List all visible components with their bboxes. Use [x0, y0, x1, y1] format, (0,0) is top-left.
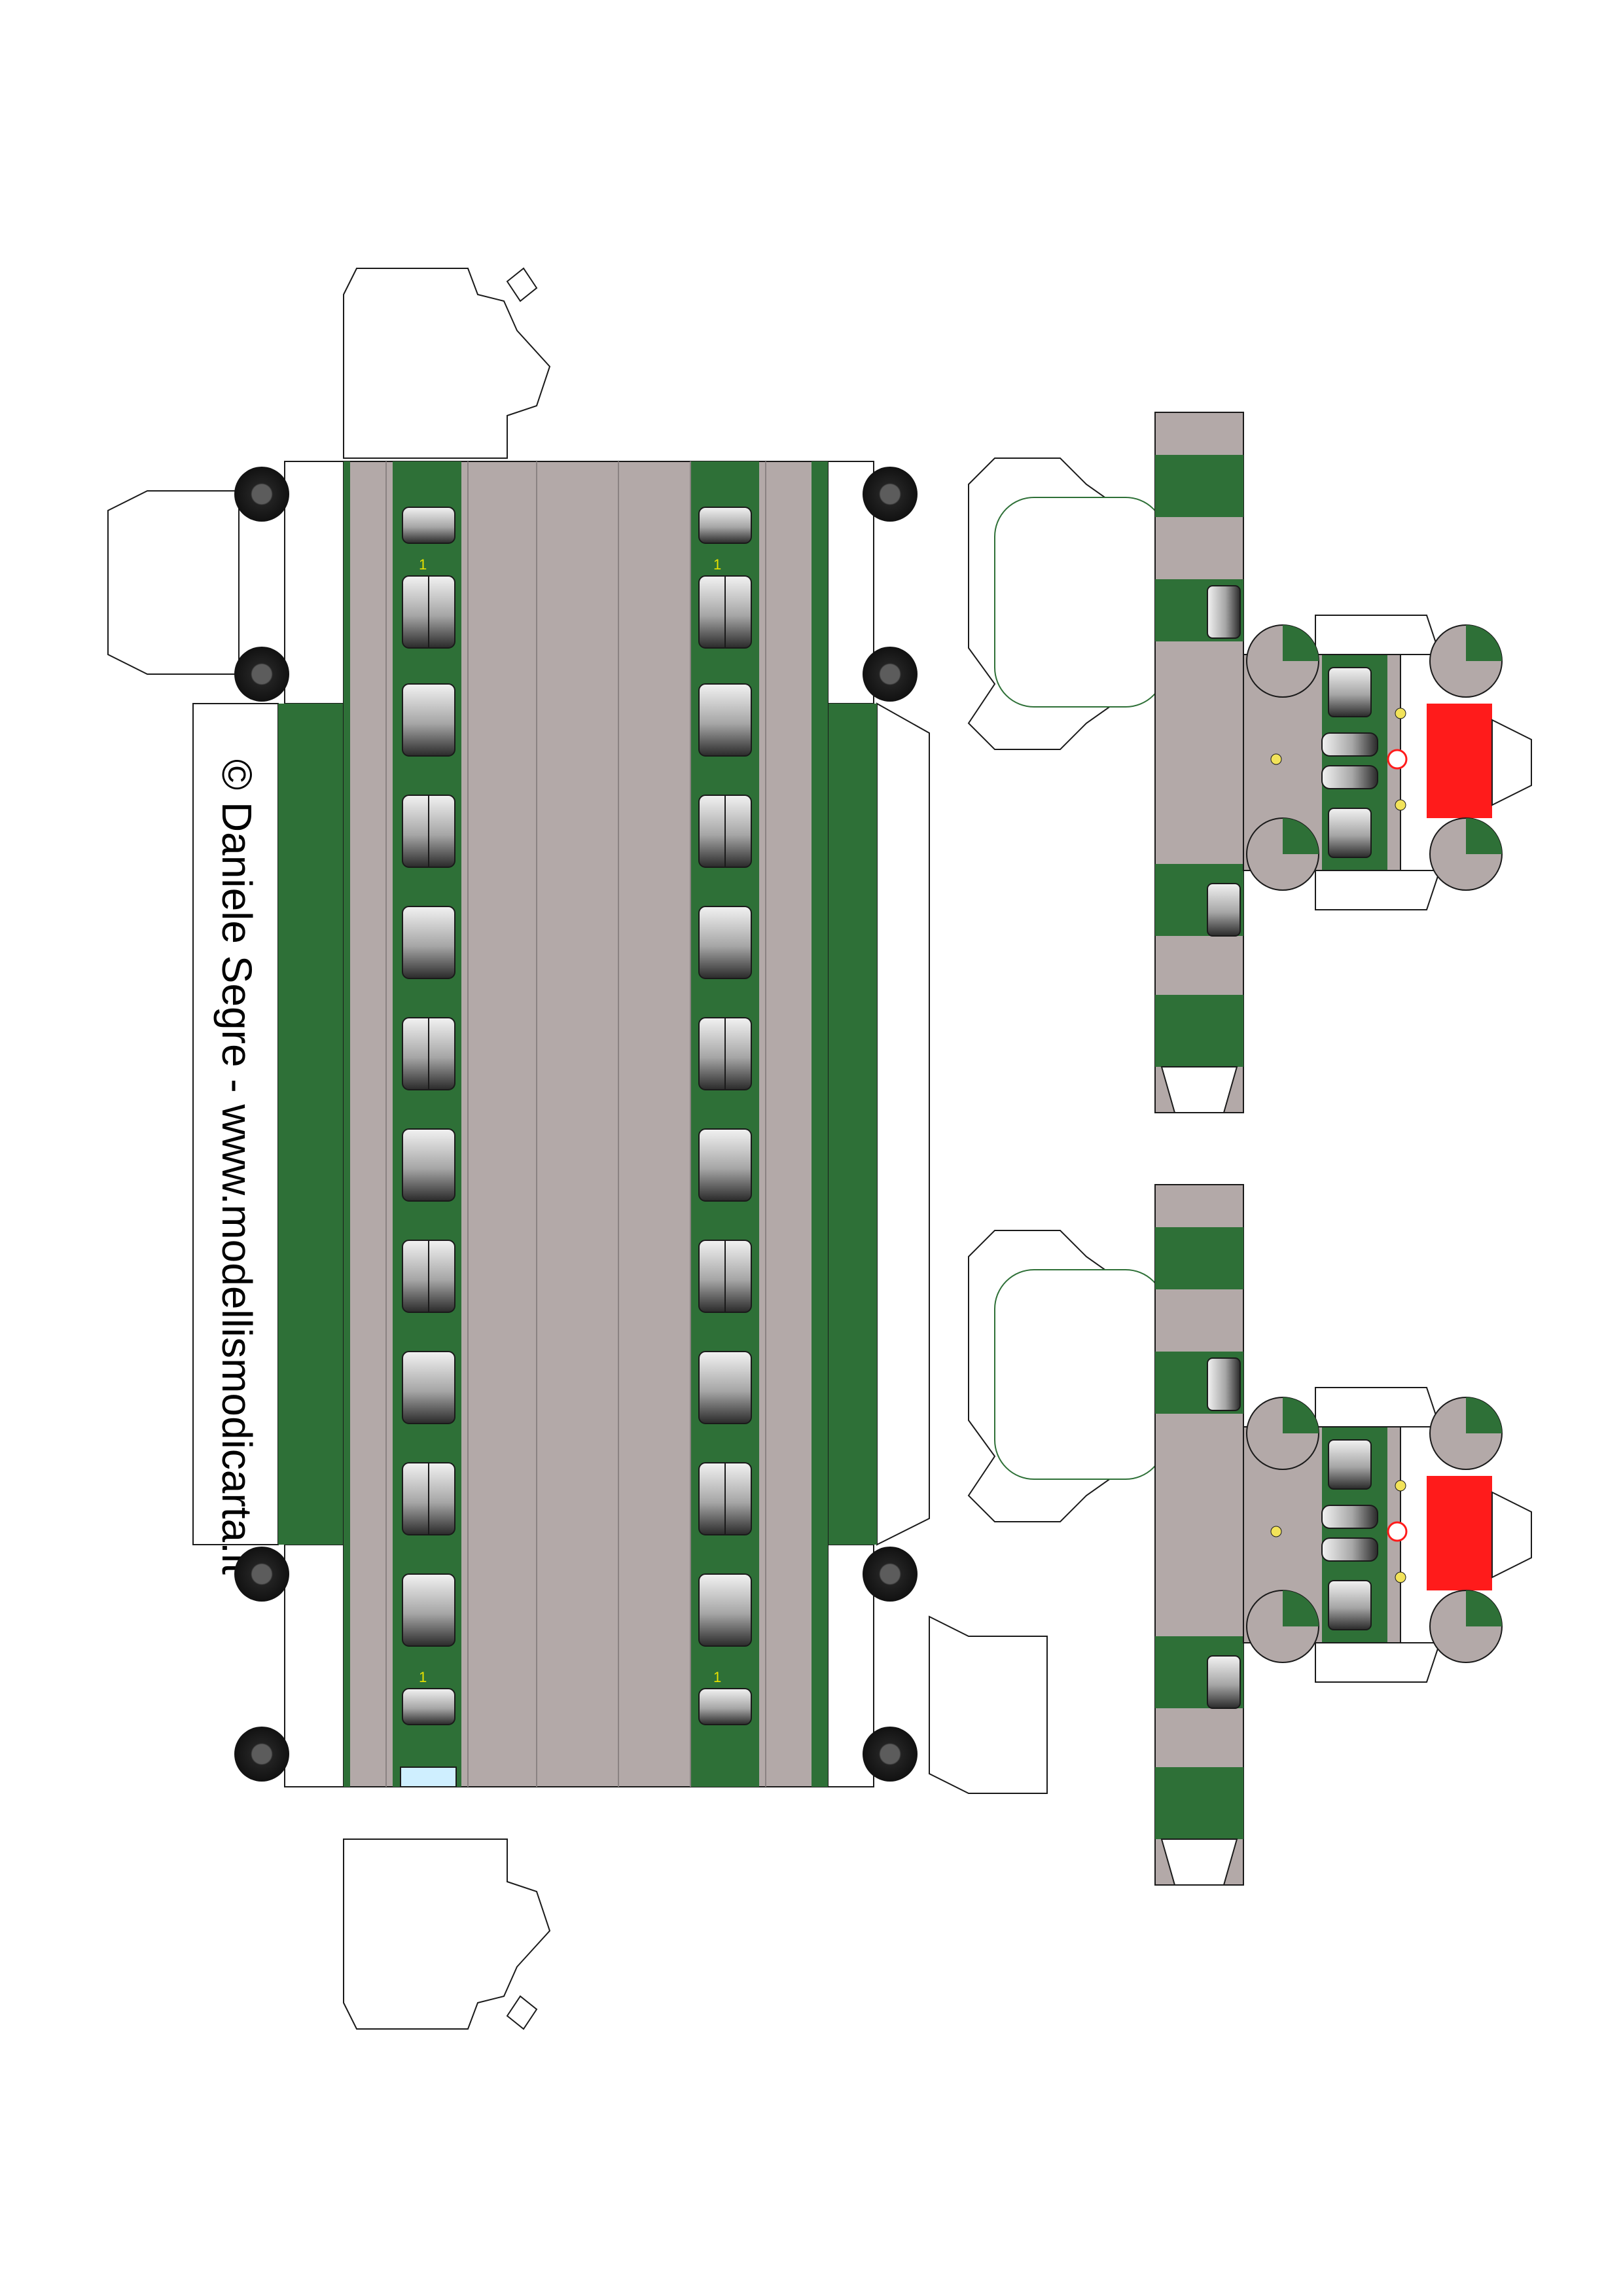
end-strip-green-top — [1155, 1227, 1243, 1289]
edge-band-right — [812, 461, 828, 1787]
side-window — [402, 683, 455, 757]
svg-text:1: 1 — [419, 1669, 427, 1685]
side-windows — [402, 575, 752, 1647]
end-front-bottom-tab — [1315, 1642, 1441, 1683]
end-front-door-glass — [1321, 1505, 1378, 1529]
end-lobe-green — [1466, 818, 1502, 854]
end-strip-green-top — [1155, 455, 1243, 517]
end-red-panel — [1427, 1476, 1492, 1590]
end-piece-upper — [967, 412, 1532, 1113]
credit-strip — [192, 703, 279, 1545]
small-windows — [402, 507, 752, 1725]
end-piece-lower — [967, 1184, 1532, 1886]
end-top-panel — [994, 497, 1166, 708]
end-lobe-green — [1466, 625, 1502, 661]
end-front-door-glass — [1321, 765, 1378, 789]
end-front-window — [1328, 1580, 1372, 1630]
end-front-window — [1328, 667, 1372, 717]
light-blue-window — [400, 1767, 457, 1787]
svg-text:1: 1 — [713, 556, 721, 573]
end-front-top-tab — [1315, 1387, 1441, 1427]
svg-text:1: 1 — [419, 556, 427, 573]
end-front-lamp — [1270, 753, 1282, 765]
end-front-lamp — [1270, 1526, 1282, 1537]
body-green-side-right — [828, 704, 877, 1545]
credit-text: © Daniele Segre - www.modellismodicarta.… — [213, 759, 260, 1575]
end-small-window — [1207, 1655, 1241, 1709]
end-lobe-green — [1283, 818, 1319, 854]
window-band-right — [690, 461, 759, 1787]
end-front-top-tab — [1315, 615, 1441, 655]
end-front-lamp — [1395, 799, 1406, 811]
edge-band-left — [344, 461, 350, 1787]
end-front-logo — [1387, 749, 1408, 770]
end-front-lamp — [1395, 1480, 1406, 1492]
roof-lines — [385, 461, 766, 1787]
end-red-panel — [1427, 704, 1492, 818]
side-window — [698, 1573, 752, 1647]
end-bottom-tab — [1160, 1066, 1238, 1113]
top-flap-right — [343, 1839, 551, 2030]
end-red-tab — [1491, 1491, 1532, 1579]
end-lobe-green — [1466, 1397, 1502, 1433]
end-small-window — [1207, 883, 1241, 937]
car-body-net: © Daniele Segre - www.modellismodicarta.… — [107, 267, 1048, 2030]
side-window — [402, 1128, 455, 1202]
end-red-tab — [1491, 719, 1532, 806]
end-front-door-glass — [1321, 732, 1378, 757]
end-bottom-tab — [1160, 1839, 1238, 1886]
side-window — [402, 906, 455, 979]
side-window — [402, 1351, 455, 1424]
wheels — [234, 467, 918, 1782]
end-front-door-glass — [1321, 1537, 1378, 1562]
left-tab-top — [107, 490, 240, 675]
end-lobe-green — [1283, 625, 1319, 661]
end-small-window — [1207, 585, 1241, 639]
end-strip-green-bottom — [1155, 995, 1243, 1067]
side-window — [698, 906, 752, 979]
top-flap-left — [343, 267, 551, 459]
end-front-window — [1328, 808, 1372, 858]
end-lobe-green — [1283, 1397, 1319, 1433]
side-window — [698, 1351, 752, 1424]
side-window — [698, 1128, 752, 1202]
end-front-window — [1328, 1439, 1372, 1490]
side-window — [698, 683, 752, 757]
end-small-window — [1207, 1357, 1241, 1411]
left-tab-bottom — [929, 1615, 1048, 1794]
end-front-logo — [1387, 1521, 1408, 1542]
body-green-side-left — [278, 704, 344, 1545]
end-front-bottom-tab — [1315, 870, 1441, 910]
end-top-panel — [994, 1269, 1166, 1480]
end-lobe-green — [1283, 1590, 1319, 1626]
window-band-left — [393, 461, 461, 1787]
svg-text:1: 1 — [713, 1669, 721, 1685]
end-front-lamp — [1395, 708, 1406, 719]
right-side-flap — [876, 702, 930, 1546]
door-markers: 1 1 1 1 — [419, 556, 721, 1685]
side-window — [402, 1573, 455, 1647]
end-lobe-green — [1466, 1590, 1502, 1626]
end-strip-green-bottom — [1155, 1767, 1243, 1839]
end-front-lamp — [1395, 1571, 1406, 1583]
